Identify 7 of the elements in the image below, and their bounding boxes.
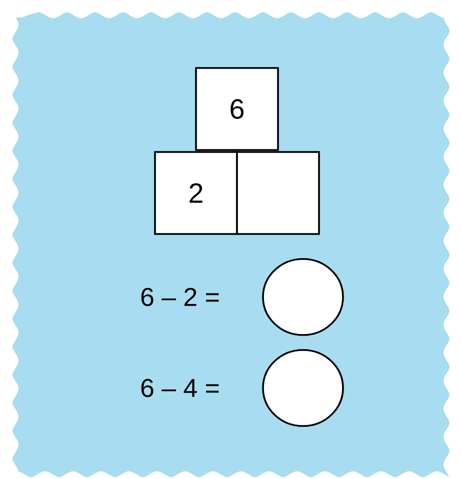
answer-box <box>236 151 320 235</box>
number-box: 6 <box>195 67 279 151</box>
answer-circle <box>262 349 344 427</box>
answer-circle <box>262 258 344 336</box>
equation: 6 – 4 = <box>141 378 219 398</box>
equation: 6 – 2 = <box>141 288 219 306</box>
number-box: 2 <box>154 151 238 235</box>
